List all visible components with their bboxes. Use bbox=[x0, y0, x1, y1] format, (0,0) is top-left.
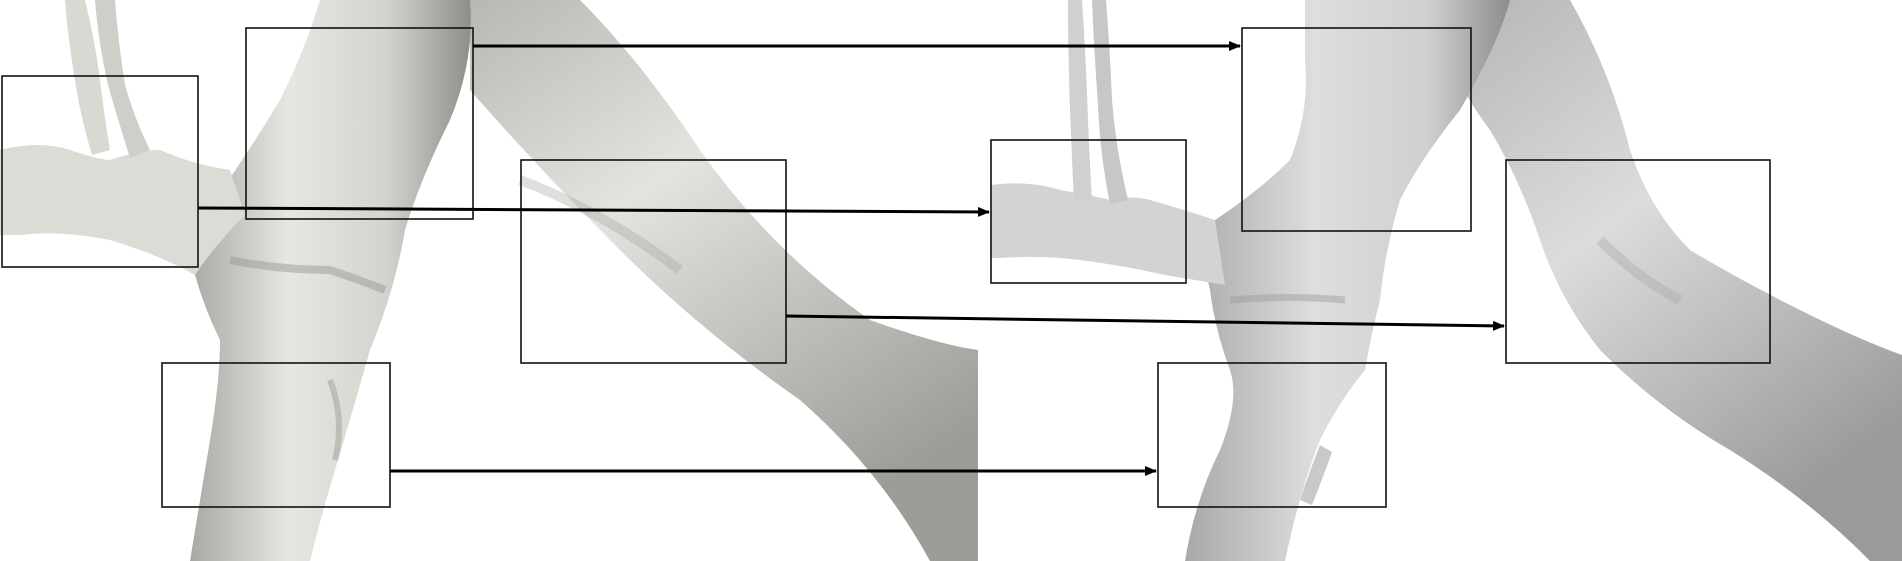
right-side-branch bbox=[990, 183, 1225, 285]
left-right-branch bbox=[470, 0, 978, 561]
arrow-side-branch bbox=[197, 206, 990, 217]
left-main-trunk bbox=[190, 0, 471, 561]
panel-divider bbox=[978, 0, 986, 561]
left-thin-vessel-b bbox=[95, 0, 150, 158]
left-shadow-ridge-3 bbox=[518, 175, 683, 275]
left-panel-vessel bbox=[0, 0, 978, 561]
left-box-lower-trunk bbox=[161, 362, 391, 508]
left-side-branch bbox=[0, 145, 245, 275]
right-right-branch bbox=[1450, 0, 1902, 561]
left-box-right-branch bbox=[520, 159, 787, 364]
right-main-trunk bbox=[1185, 0, 1510, 561]
right-thin-vessel-b bbox=[1092, 0, 1128, 204]
arrow-right-branch bbox=[785, 314, 1505, 331]
right-shadow-ridge-2 bbox=[1596, 236, 1683, 305]
left-box-upper-trunk bbox=[245, 27, 474, 220]
right-thin-vessel-a bbox=[1068, 0, 1092, 202]
left-box-side-branch bbox=[1, 75, 199, 268]
right-small-stub bbox=[1300, 445, 1332, 505]
right-box-right-branch bbox=[1505, 159, 1771, 364]
right-box-side-branch bbox=[990, 139, 1187, 284]
left-thin-vessel-a bbox=[65, 0, 110, 155]
right-box-upper-trunk bbox=[1241, 27, 1472, 232]
left-shadow-ridge-2 bbox=[327, 378, 342, 461]
right-shadow-ridge bbox=[1229, 294, 1346, 304]
right-box-lower-trunk bbox=[1157, 362, 1387, 508]
left-shadow-ridge bbox=[229, 256, 387, 294]
right-panel-vessel bbox=[990, 0, 1902, 561]
